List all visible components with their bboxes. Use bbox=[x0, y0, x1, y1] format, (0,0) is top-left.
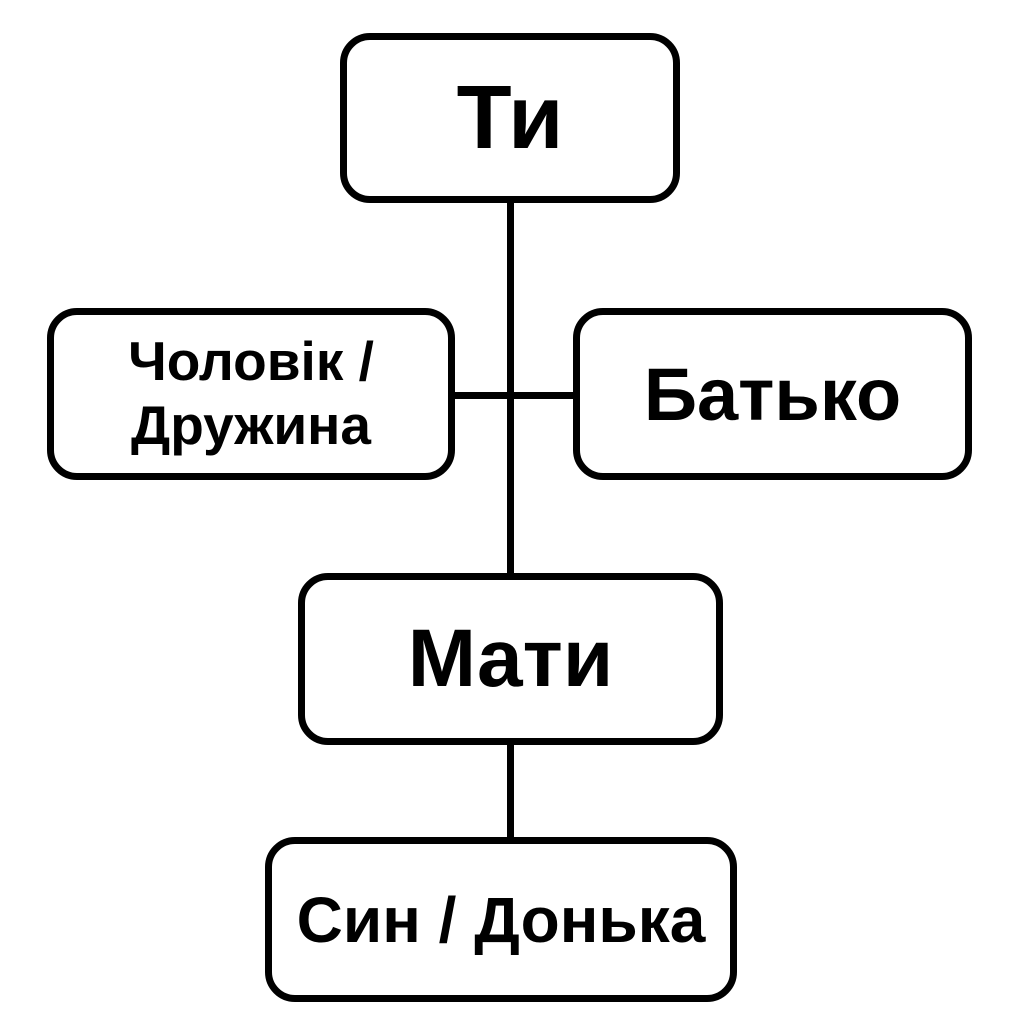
connector-spouse-father bbox=[450, 392, 580, 399]
connector-you-mother bbox=[507, 195, 514, 580]
node-mother: Мати bbox=[298, 573, 723, 745]
node-spouse-label-line2: Дружина bbox=[131, 394, 371, 456]
node-father: Батько bbox=[573, 308, 972, 480]
node-mother-label: Мати bbox=[407, 613, 614, 704]
node-spouse-label-line1: Чоловік / bbox=[128, 330, 374, 393]
node-child: Син / Донька bbox=[265, 837, 737, 1002]
connector-mother-child bbox=[507, 740, 514, 844]
node-spouse: Чоловік / Дружина bbox=[47, 308, 455, 480]
node-you-label: Ти bbox=[456, 67, 564, 168]
node-father-label: Батько bbox=[643, 352, 902, 436]
node-child-label: Син / Донька bbox=[296, 883, 706, 956]
node-you: Ти bbox=[340, 33, 680, 203]
